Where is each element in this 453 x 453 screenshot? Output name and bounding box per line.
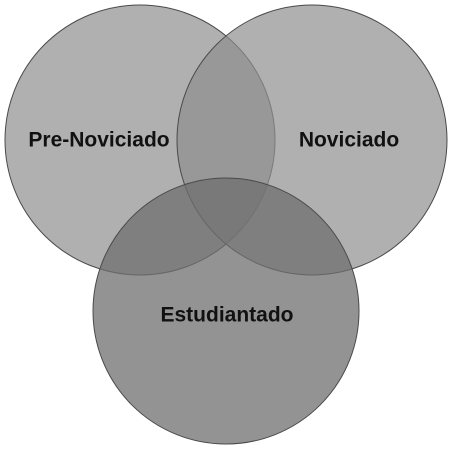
venn-label-estudiantado: Estudiantado bbox=[160, 304, 293, 327]
venn-label-pre-noviciado: Pre-Noviciado bbox=[28, 129, 169, 152]
venn-label-noviciado: Noviciado bbox=[299, 129, 399, 152]
venn-circle-estudiantado bbox=[92, 177, 360, 445]
